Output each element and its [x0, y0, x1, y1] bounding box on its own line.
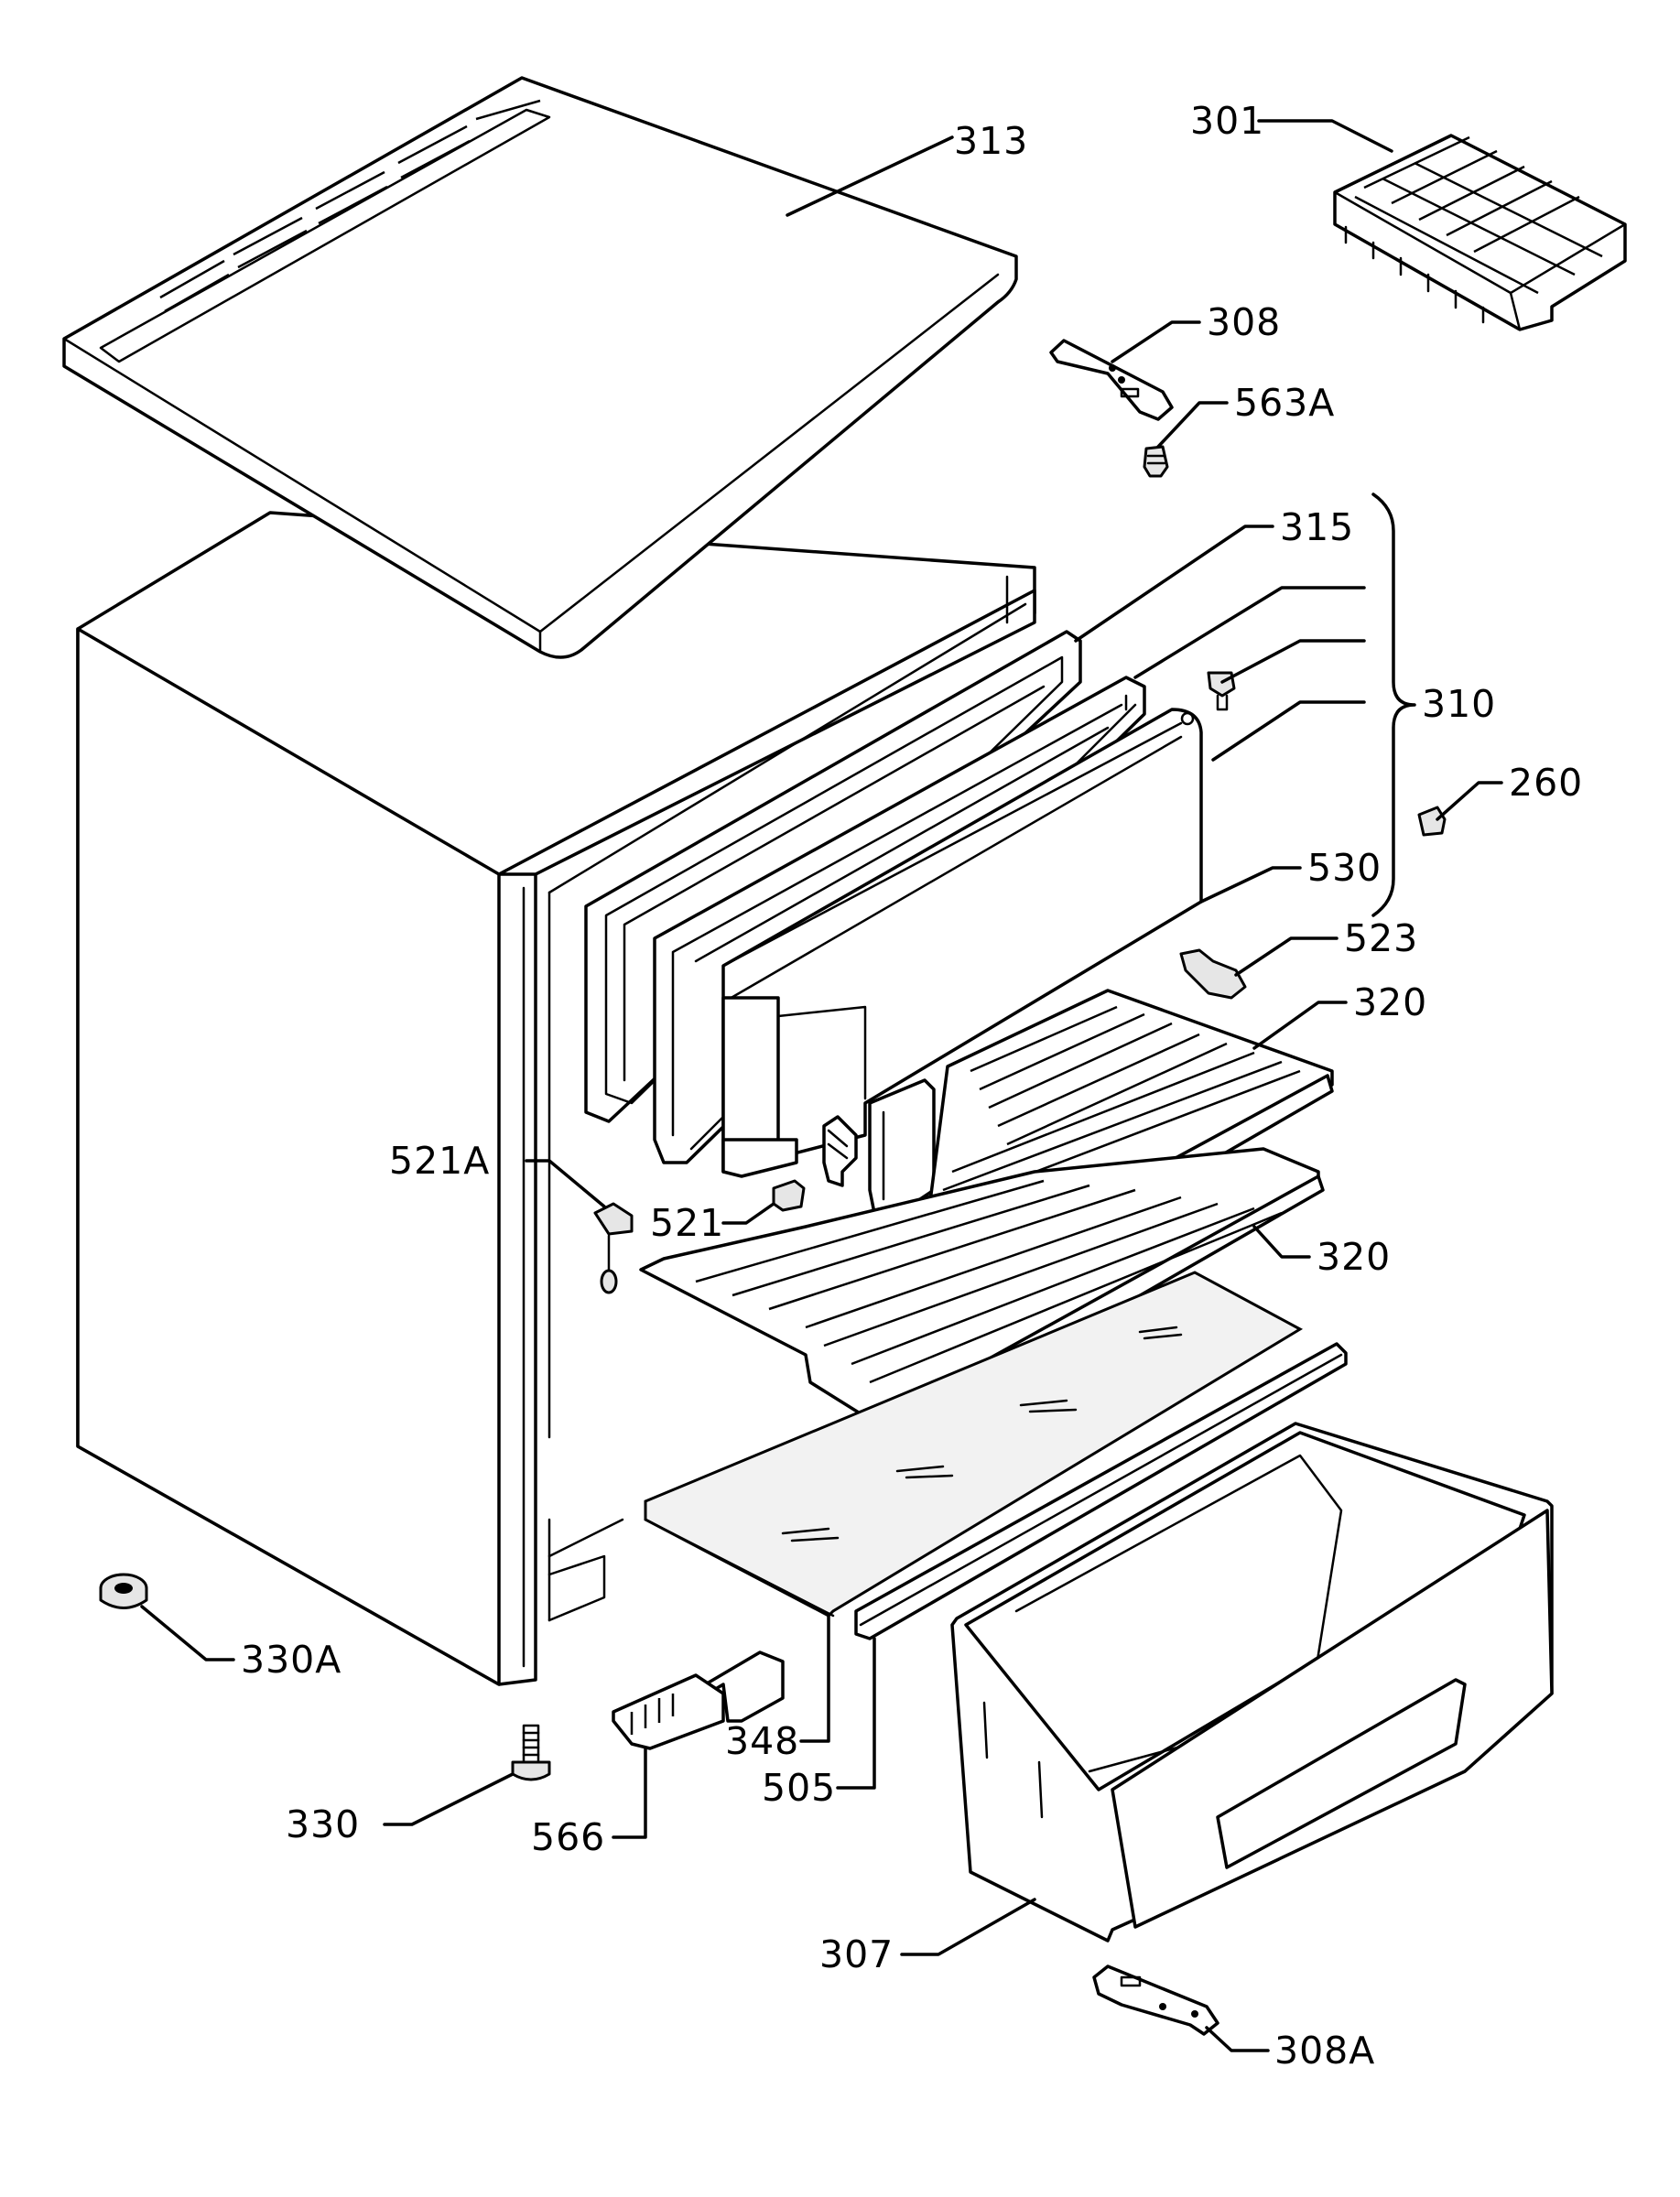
foot-330A: [99, 1573, 148, 1609]
part-labels: 301 313 308 563A 315 310 260 530 523 320…: [241, 99, 1583, 2073]
crisper-drawer-307: [950, 1422, 1554, 1943]
foot-screw-330: [511, 1724, 551, 1781]
label-521A: 521A: [389, 1139, 490, 1183]
ice-tray-301: [1333, 134, 1627, 331]
label-530: 530: [1307, 846, 1382, 890]
label-320-lower: 320: [1317, 1235, 1391, 1279]
label-330: 330: [286, 1802, 360, 1846]
label-260: 260: [1509, 761, 1583, 805]
handle-566: [612, 1650, 785, 1750]
clip-260: [1417, 806, 1447, 837]
label-566: 566: [531, 1815, 605, 1859]
label-320-upper: 320: [1353, 980, 1427, 1024]
top-cover-313: [62, 76, 1018, 659]
label-330A: 330A: [241, 1638, 341, 1682]
door-panel: [721, 708, 1203, 1178]
label-563A: 563A: [1234, 381, 1335, 425]
hinge-308: [1049, 339, 1174, 421]
label-310: 310: [1422, 682, 1496, 726]
latch-521: [772, 1179, 806, 1212]
label-308: 308: [1207, 300, 1281, 344]
label-301: 301: [1190, 99, 1264, 143]
leader-lines: [140, 119, 1503, 2052]
label-521: 521: [650, 1201, 724, 1245]
screw-563A: [1143, 445, 1169, 478]
label-313: 313: [954, 119, 1028, 163]
label-315: 315: [1280, 505, 1354, 549]
label-505: 505: [762, 1766, 836, 1810]
latch-521A: [593, 1202, 634, 1294]
glass-shelf-348: [644, 1271, 1304, 1618]
label-348: 348: [725, 1719, 799, 1763]
trim-strip-505: [854, 1342, 1348, 1640]
hinge-308A: [1092, 1964, 1219, 2036]
label-308A: 308A: [1274, 2029, 1375, 2073]
cabinet-body: [76, 511, 1036, 1686]
stopper-523: [1179, 948, 1247, 1000]
label-307: 307: [819, 1932, 894, 1976]
hinge-mount-530: [822, 1115, 858, 1187]
label-523: 523: [1344, 916, 1418, 960]
bracket-310: [1371, 492, 1416, 917]
